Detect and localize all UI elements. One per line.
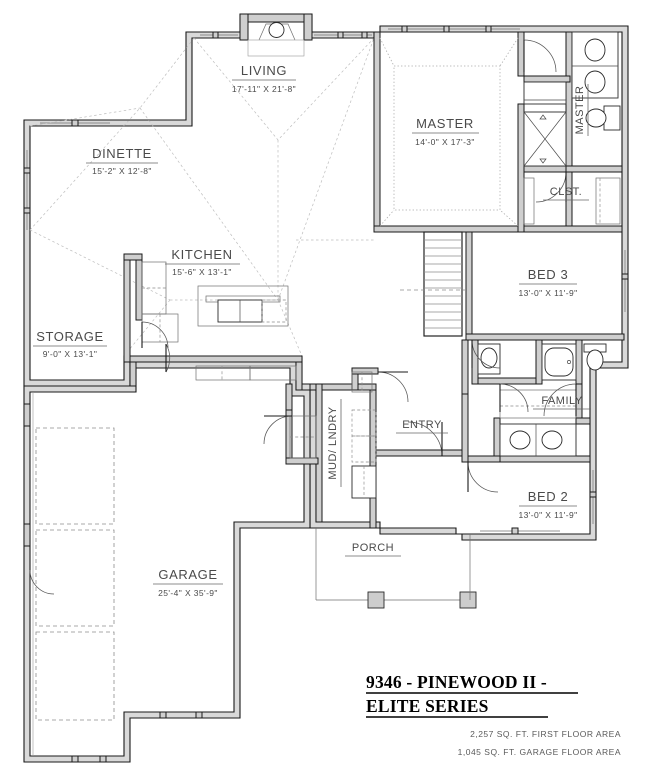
room-label-dinette: DINETTE 15'-2" X 12'-8" — [86, 146, 158, 176]
room-label-family: FAMILY — [533, 395, 591, 410]
room-label-kitchen: KITCHEN 15'-6" X 13'-1" — [165, 247, 240, 277]
garage-stall-outlines — [23, 392, 115, 756]
room-dim-bed3: 13'-0" X 11'-9" — [518, 288, 577, 298]
room-label-mud-lndry: MUD/ LNDRY — [327, 399, 342, 487]
master-tray-ceiling — [379, 37, 519, 227]
plan-title-line2: ELITE SERIES — [366, 696, 489, 716]
room-name-garage: GARAGE — [158, 567, 217, 582]
family-bath-fixtures — [477, 343, 607, 457]
room-name-bed2: BED 2 — [528, 489, 569, 504]
room-dim-dinette: 15'-2" X 12'-8" — [92, 166, 152, 176]
room-label-porch: PORCH — [345, 542, 401, 557]
room-name-clst: CLST. — [550, 186, 582, 198]
room-label-living: LIVING 17'-11" X 21'-8" — [232, 63, 296, 94]
room-label-garage: GARAGE 25'-4" X 35'-9" — [153, 567, 223, 598]
stairs — [400, 231, 466, 337]
porch — [315, 528, 477, 609]
room-name-dinette: DINETTE — [92, 146, 152, 161]
room-label-bed3: BED 3 13'-0" X 11'-9" — [518, 267, 577, 298]
room-label-entry: ENTRY — [396, 419, 448, 434]
master-bath-fixtures — [523, 31, 621, 225]
plan-title-line1: 9346 - PINEWOOD II - — [366, 672, 547, 692]
room-name-bed3: BED 3 — [528, 267, 569, 282]
room-dim-kitchen: 15'-6" X 13'-1" — [172, 267, 232, 277]
room-name-entry: ENTRY — [402, 419, 442, 431]
porch-column-right — [459, 591, 477, 609]
room-name-master-bath: MASTER — [574, 86, 586, 135]
room-dim-garage: 25'-4" X 35'-9" — [158, 588, 218, 598]
room-label-storage: STORAGE 9'-0" X 13'-1" — [33, 329, 107, 359]
room-label-clst: CLST. — [543, 186, 589, 201]
room-dim-bed2: 13'-0" X 11'-9" — [518, 510, 577, 520]
room-name-mud-lndry: MUD/ LNDRY — [327, 406, 339, 479]
room-dim-master: 14'-0" X 17'-3" — [415, 137, 475, 147]
mud-laundry-fixtures — [289, 371, 377, 499]
room-labels: LIVING 17'-11" X 21'-8" DINETTE 15'-2" X… — [33, 63, 591, 598]
room-name-kitchen: KITCHEN — [171, 247, 232, 262]
room-name-porch: PORCH — [352, 542, 394, 554]
garage-floor-area: 1,045 SQ. FT. GARAGE FLOOR AREA — [458, 747, 621, 757]
room-label-bed2: BED 2 13'-0" X 11'-9" — [518, 489, 577, 520]
fireplace — [239, 13, 313, 57]
interior-walls — [123, 31, 625, 529]
windows — [23, 25, 629, 763]
room-label-master-bath: MASTER — [574, 84, 589, 136]
room-label-master: MASTER 14'-0" X 17'-3" — [412, 116, 479, 147]
doors — [29, 39, 577, 595]
room-name-family: FAMILY — [541, 395, 582, 407]
first-floor-area: 2,257 SQ. FT. FIRST FLOOR AREA — [470, 729, 621, 739]
room-dim-storage: 9'-0" X 13'-1" — [43, 349, 98, 359]
title-block: 9346 - PINEWOOD II - ELITE SERIES 2,257 … — [366, 672, 621, 757]
room-name-living: LIVING — [241, 63, 287, 78]
room-name-storage: STORAGE — [36, 329, 104, 344]
porch-column-left — [367, 591, 385, 609]
room-name-master: MASTER — [416, 116, 474, 131]
room-dim-living: 17'-11" X 21'-8" — [232, 84, 296, 94]
